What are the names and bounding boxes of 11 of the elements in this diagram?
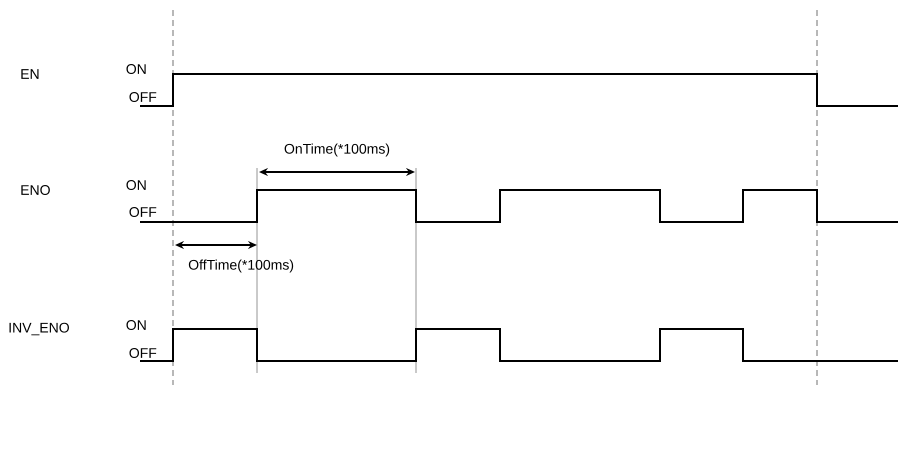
dimension-label: OffTime(*100ms) bbox=[188, 259, 294, 273]
level-label: ON bbox=[126, 320, 146, 330]
signal-name: ENO bbox=[21, 185, 50, 195]
level-label: OFF bbox=[129, 92, 156, 102]
dimension-label: OnTime(*100ms) bbox=[284, 143, 390, 157]
signal-name: EN bbox=[21, 69, 39, 79]
signal-name: INV_ENO bbox=[10, 322, 69, 336]
level-label: OFF bbox=[129, 207, 156, 217]
level-label: ON bbox=[126, 180, 146, 190]
level-label: ON bbox=[126, 64, 146, 74]
level-label: OFF bbox=[129, 348, 156, 358]
